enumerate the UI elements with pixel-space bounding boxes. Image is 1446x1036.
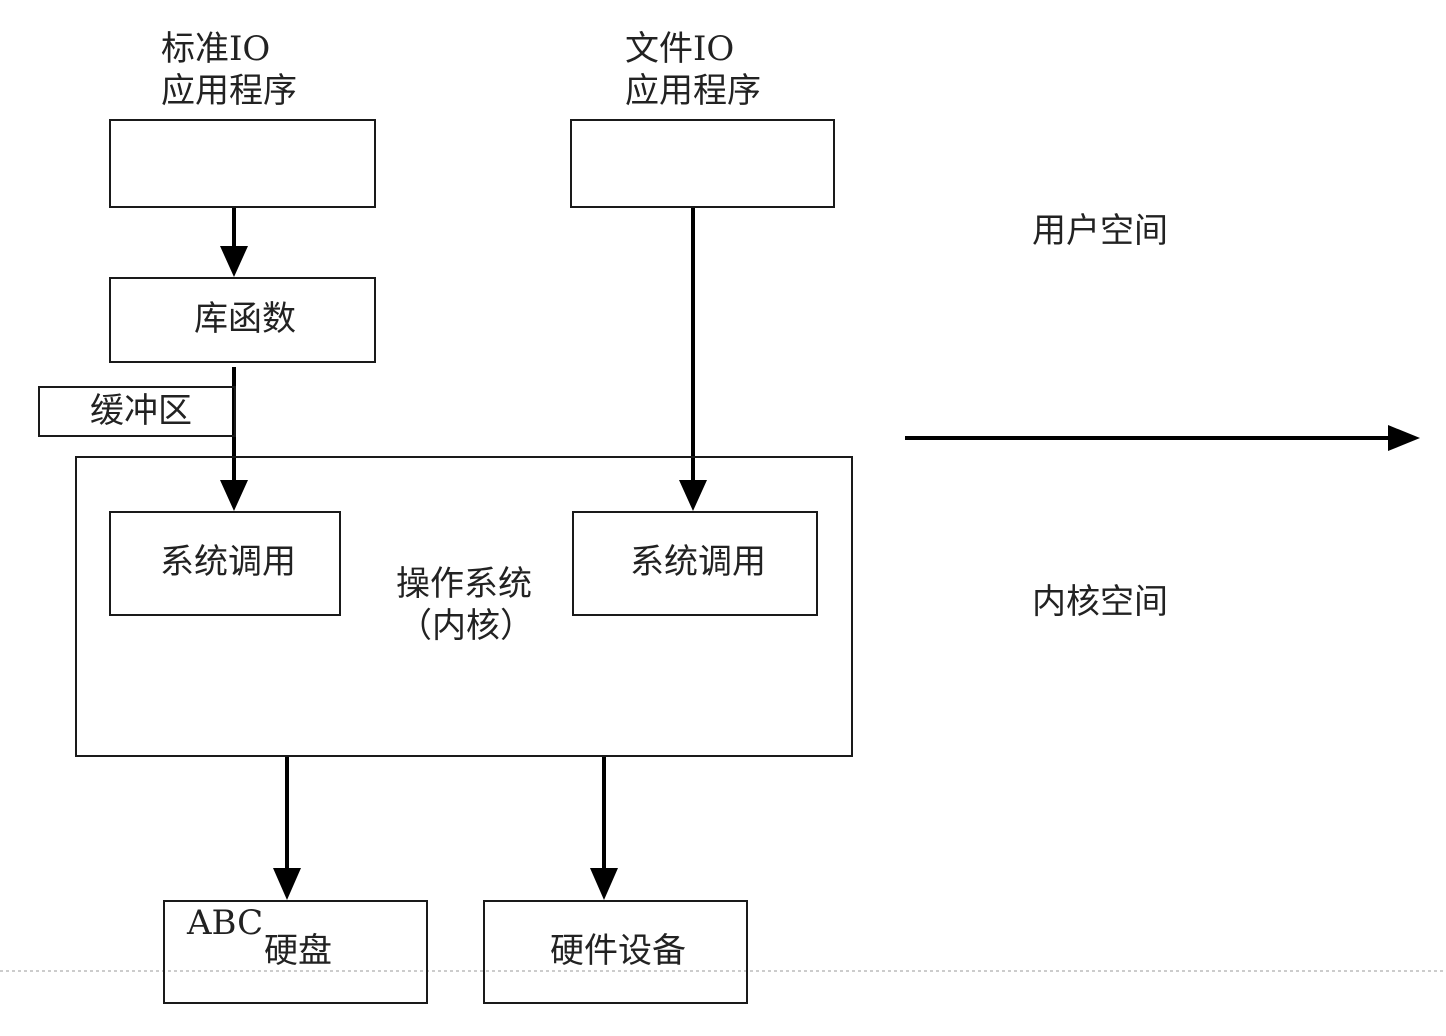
std-io-app-label: 标准IO 应用程序 xyxy=(161,28,297,112)
arrowhead-kernel-to-hardware xyxy=(590,868,618,900)
arrowhead-kernel-to-disk xyxy=(273,868,301,900)
arrowhead-fileio-to-syscall xyxy=(679,480,707,511)
file-io-app-label-line2: 应用程序 xyxy=(625,71,761,111)
std-io-app-box xyxy=(109,119,376,208)
syscall-left-label: 系统调用 xyxy=(160,542,296,582)
arrowhead-library-to-syscall xyxy=(220,480,248,511)
kernel-title-line1: 操作系统 xyxy=(396,564,532,604)
syscall-right-box: 系统调用 xyxy=(572,511,818,616)
disk-box: ABC 硬盘 xyxy=(163,900,428,1004)
file-io-app-box xyxy=(570,119,835,208)
space-boundary-arrowhead xyxy=(1388,425,1420,451)
library-box: 库函数 xyxy=(109,277,376,363)
kernel-title-line2: （内核） xyxy=(398,606,534,646)
disk-prefix-label: ABC xyxy=(187,903,264,943)
syscall-left-box: 系统调用 xyxy=(109,511,341,616)
syscall-right-label: 系统调用 xyxy=(630,542,766,582)
file-io-app-label-line1: 文件IO xyxy=(625,29,735,69)
kernel-space-label: 内核空间 xyxy=(1032,582,1168,622)
hardware-box: 硬件设备 xyxy=(483,900,748,1004)
buffer-box: 缓冲区 xyxy=(38,386,236,437)
std-io-app-label-line1: 标准IO xyxy=(161,29,271,69)
kernel-box xyxy=(75,456,853,757)
file-io-app-label: 文件IO 应用程序 xyxy=(625,28,761,112)
user-space-label: 用户空间 xyxy=(1032,211,1168,251)
kernel-title: 操作系统 （内核） xyxy=(396,563,534,647)
disk-label: 硬盘 xyxy=(264,931,332,971)
buffer-label: 缓冲区 xyxy=(90,391,192,431)
std-io-app-label-line2: 应用程序 xyxy=(161,71,297,111)
hardware-label: 硬件设备 xyxy=(550,931,686,971)
arrowhead-app-to-library xyxy=(220,246,248,277)
library-label: 库函数 xyxy=(194,299,296,339)
